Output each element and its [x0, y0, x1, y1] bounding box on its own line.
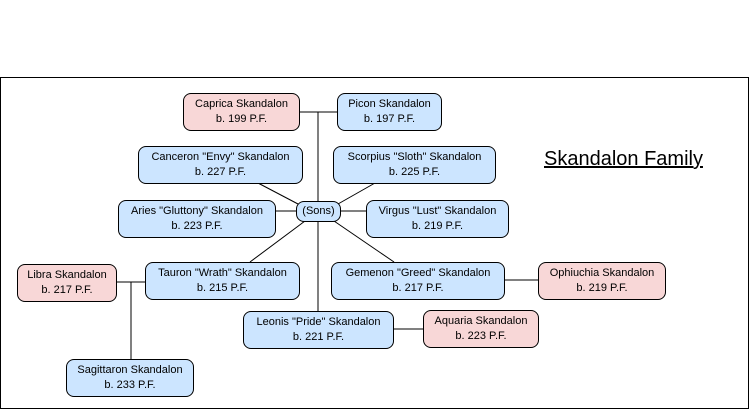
node-birth: b. 225 P.F. [388, 166, 441, 178]
node-birth: b. 233 P.F. [104, 379, 156, 391]
node-name: Scorpius "Sloth" Skandalon [347, 151, 482, 163]
node-scorpius[interactable]: Scorpius "Sloth" Skandalon b. 225 P.F. [333, 146, 496, 184]
node-birth: b. 217 P.F. [392, 282, 444, 294]
node-birth: b. 223 P.F. [455, 330, 507, 342]
node-tauron[interactable]: Tauron "Wrath" Skandalon b. 215 P.F. [145, 262, 300, 300]
node-birth: b. 221 P.F. [292, 331, 345, 343]
node-sons-hub[interactable]: (Sons) [296, 201, 341, 222]
node-name: Gemenon "Greed" Skandalon [345, 267, 491, 279]
node-name: Aries "Gluttony" Skandalon [131, 205, 263, 217]
node-ophiuchia[interactable]: Ophiuchia Skandalon b. 219 P.F. [538, 262, 666, 300]
node-birth: b. 197 P.F. [363, 113, 416, 125]
node-aries[interactable]: Aries "Gluttony" Skandalon b. 223 P.F. [118, 200, 276, 238]
node-picon[interactable]: Picon Skandalon b. 197 P.F. [337, 93, 442, 131]
node-name: Sagittaron Skandalon [77, 364, 183, 376]
node-virgus[interactable]: Virgus "Lust" Skandalon b. 219 P.F. [366, 200, 509, 238]
hub-label: (Sons) [302, 205, 335, 217]
node-name: Picon Skandalon [348, 98, 431, 110]
node-name: Leonis "Pride" Skandalon [256, 316, 381, 328]
node-canceron[interactable]: Canceron "Envy" Skandalon b. 227 P.F. [138, 146, 303, 184]
node-birth: b. 219 P.F. [576, 282, 628, 294]
node-aquaria[interactable]: Aquaria Skandalon b. 223 P.F. [423, 310, 539, 348]
node-birth: b. 223 P.F. [171, 220, 223, 232]
node-leonis[interactable]: Leonis "Pride" Skandalon b. 221 P.F. [243, 311, 394, 349]
node-caprica[interactable]: Caprica Skandalon b. 199 P.F. [183, 93, 300, 131]
node-name: Virgus "Lust" Skandalon [378, 205, 497, 217]
node-name: Libra Skandalon [27, 269, 107, 281]
node-name: Caprica Skandalon [195, 98, 288, 110]
node-birth: b. 215 P.F. [196, 282, 249, 294]
node-birth: b. 227 P.F. [194, 166, 247, 178]
node-name: Aquaria Skandalon [434, 315, 528, 327]
node-birth: b. 219 P.F. [411, 220, 464, 232]
node-name: Canceron "Envy" Skandalon [151, 151, 290, 163]
node-gemenon[interactable]: Gemenon "Greed" Skandalon b. 217 P.F. [331, 262, 505, 300]
node-birth: b. 199 P.F. [215, 113, 268, 125]
node-sagittaron[interactable]: Sagittaron Skandalon b. 233 P.F. [66, 359, 194, 397]
node-name: Tauron "Wrath" Skandalon [158, 267, 287, 279]
diagram-title: Skandalon Family [544, 148, 703, 170]
node-birth: b. 217 P.F. [41, 284, 93, 296]
node-libra[interactable]: Libra Skandalon b. 217 P.F. [17, 264, 117, 302]
node-name: Ophiuchia Skandalon [549, 267, 655, 279]
